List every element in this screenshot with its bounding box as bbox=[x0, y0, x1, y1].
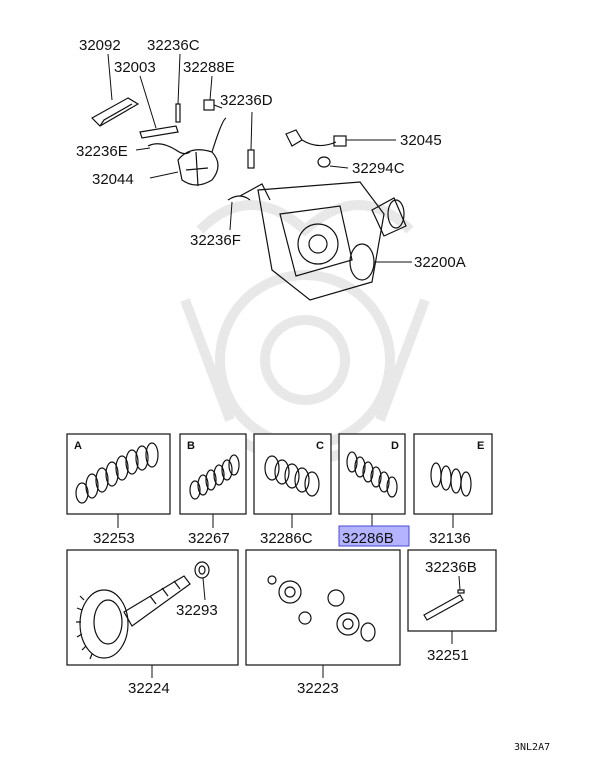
callout-32236F: 32236F bbox=[190, 232, 241, 249]
callout-32288E: 32288E bbox=[183, 59, 235, 76]
ring-gear-32224 bbox=[76, 575, 191, 660]
ring-pinion-box[interactable] bbox=[66, 549, 239, 678]
clutch-box-C[interactable]: C bbox=[253, 433, 332, 528]
callout-32294C: 32294C bbox=[352, 160, 405, 177]
callout-32236C: 32236C bbox=[147, 37, 200, 54]
box-letter-E: E bbox=[477, 440, 484, 452]
part-label-32223: 32223 bbox=[297, 680, 339, 697]
oring-32294C bbox=[317, 156, 349, 169]
clutch-plates-32286C bbox=[264, 455, 320, 497]
part-label-32136: 32136 bbox=[429, 530, 471, 547]
callout-32236E: 32236E bbox=[76, 143, 128, 160]
diagram-code: 3NL2A7 bbox=[514, 742, 550, 753]
spider-gears-32223 bbox=[267, 575, 376, 642]
wire-32236F bbox=[227, 195, 251, 231]
part-label-32224: 32224 bbox=[128, 680, 170, 697]
part-label-32286C: 32286C bbox=[260, 530, 313, 547]
spider-gears-box[interactable] bbox=[245, 549, 401, 678]
sensor-32045 bbox=[285, 129, 396, 147]
inner-label-32236B: 32236B bbox=[425, 559, 477, 576]
callout-32200A: 32200A bbox=[414, 254, 466, 271]
part-label-32267: 32267 bbox=[188, 530, 230, 547]
bracket-32092 bbox=[91, 53, 140, 127]
nut-32293 bbox=[194, 561, 210, 601]
part-label-32253: 32253 bbox=[93, 530, 135, 547]
clutch-plates-32286B bbox=[346, 451, 398, 498]
shaft-box[interactable] bbox=[407, 549, 497, 644]
box-letter-B: B bbox=[187, 440, 195, 452]
clutch-box-B[interactable]: B bbox=[179, 433, 247, 528]
clutch-box-E[interactable]: E bbox=[413, 433, 493, 528]
callout-32045: 32045 bbox=[400, 132, 442, 149]
clutch-springs-32267 bbox=[189, 454, 240, 500]
shaft-32251 bbox=[423, 594, 464, 621]
part-label-32286B[interactable]: 32286B bbox=[342, 530, 394, 547]
actuator-32044 bbox=[149, 117, 227, 187]
box-letter-C: C bbox=[316, 440, 324, 452]
callout-32044: 32044 bbox=[92, 171, 134, 188]
callout-32236D: 32236D bbox=[220, 92, 273, 109]
clutch-box-D[interactable]: D bbox=[338, 433, 406, 526]
part-label-32251: 32251 bbox=[427, 647, 469, 664]
clutch-plates-32253 bbox=[75, 442, 159, 504]
pin-32236B bbox=[457, 575, 465, 594]
clutch-rings-32136 bbox=[430, 462, 472, 497]
pin-32236D bbox=[247, 111, 255, 169]
pin-32236C bbox=[175, 53, 181, 123]
differential-housing-32200A bbox=[239, 181, 412, 301]
bolt-32288E bbox=[203, 75, 223, 111]
clutch-box-A[interactable]: A bbox=[66, 433, 171, 528]
callout-32003: 32003 bbox=[114, 59, 156, 76]
wire-32236E bbox=[135, 143, 191, 155]
box-letter-D: D bbox=[391, 440, 399, 452]
callout-32092: 32092 bbox=[79, 37, 121, 54]
plate-32003 bbox=[139, 75, 179, 139]
highlight-32286B[interactable] bbox=[338, 525, 410, 547]
box-letter-A: A bbox=[74, 440, 82, 452]
inner-label-32293: 32293 bbox=[176, 602, 218, 619]
